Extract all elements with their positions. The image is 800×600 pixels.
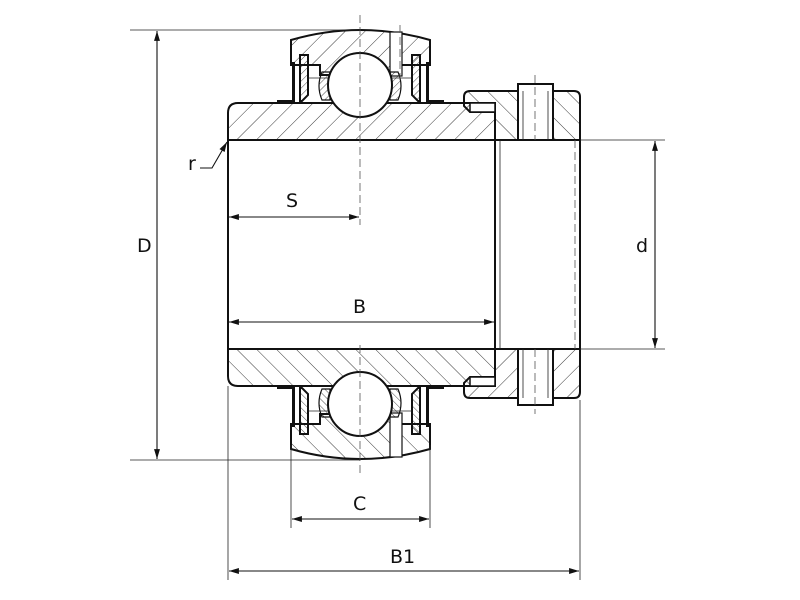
cage-left — [318, 71, 331, 101]
bearing-section-upper — [227, 29, 581, 141]
inner-ring — [227, 102, 496, 141]
label-d: d — [636, 235, 648, 257]
shield-left — [292, 62, 295, 102]
seal-left — [299, 54, 309, 102]
label-B: B — [353, 296, 366, 318]
label-D: D — [137, 235, 152, 257]
label-C: C — [353, 493, 366, 515]
label-S: S — [286, 190, 298, 212]
label-B1: B1 — [390, 546, 415, 568]
ball — [327, 52, 393, 118]
seal-right — [411, 54, 421, 102]
cage-right — [389, 71, 402, 101]
set-screw — [517, 83, 554, 141]
leader-r — [200, 141, 228, 169]
label-r: r — [188, 153, 196, 175]
shield-right — [426, 62, 429, 102]
